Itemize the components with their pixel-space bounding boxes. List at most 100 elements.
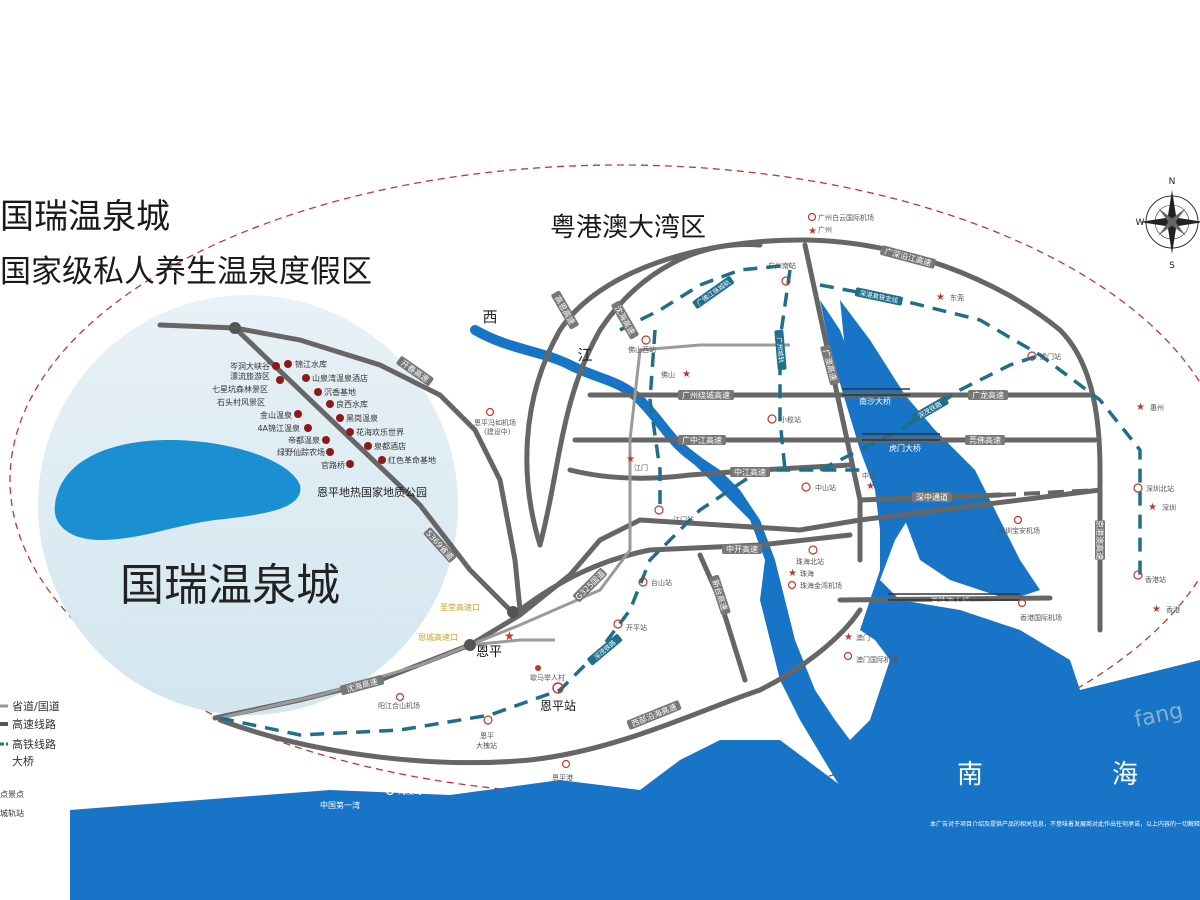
inset-attraction-labels: 岑洞大峡谷 漂流旅游区 七星坑森林景区 石头村风景区 金山温泉 4A锦江温泉 帝… [212,359,436,470]
dashed-links [999,488,1101,497]
rail-gz [778,269,792,471]
place-first-bay: 中国第一湾 [320,800,360,810]
geopark-label: 恩平地热国家地质公园 [317,485,427,499]
header-subtitle: 国家级私人养生温泉度假区 [0,254,372,290]
rail-shenzhan [819,283,1142,580]
attraction-12: 沉香基地 [324,387,356,397]
legend-highway: 高速线路 [12,717,56,731]
rail-network [219,263,1142,737]
road-arc [469,638,555,647]
place-shenzhen: 深圳 [1162,503,1176,512]
label-humen: 虎门大桥 [889,443,921,453]
station-icon-zhuhai-north [808,545,818,555]
place-zhuhai-airport: 珠海金湾机场 [800,581,842,590]
airport-icon-yangjiang [395,692,405,702]
junctions [229,322,519,651]
place-enping-daqiao: 恩平 [480,732,494,740]
place-enping: 恩平 [476,645,502,660]
attraction-16: 泉都酒店 [374,441,406,451]
station-icon-foshan-west [641,335,651,345]
rail-label-gz: 广州城轨 [775,337,786,364]
station-icon-xiaolan [767,414,777,424]
label-guanfo: 莞佛高速 [969,435,1001,445]
star-gz: ★ [808,226,817,237]
place-enping-airport: 恩平冯如机场 [474,418,516,427]
label-xintai: 新台高速 [710,578,729,612]
bridge-gangzhuao [888,593,1020,601]
inset-lake [54,440,301,540]
place-kaiping-station: 开平站 [626,623,647,632]
attraction-8: 绿野仙踪农场 [277,447,325,457]
shenzhong-extension [999,488,1101,497]
inset-brand: 国瑞温泉城 [120,560,340,611]
station-icon-gz-south [781,276,791,286]
place-hk-airport: 香港国际机场 [1020,613,1062,622]
gemaping-dot [535,665,541,671]
sea-label-nan: 南 [957,760,983,790]
place-hk-station: 香港站 [1145,575,1166,584]
place-zhongshan: 中山 [862,471,876,480]
label-nansha: 南沙大桥 [859,396,891,406]
highway-s369 [232,325,513,613]
place-huizhou: 惠州 [1150,403,1164,412]
airport-icon-shenzhen [1013,515,1023,525]
rail-branch [648,329,662,510]
attraction-9: 官路桥 [321,460,345,470]
attraction-2: 漂流旅游区 [230,371,270,381]
place-shenzhen-airport: 深圳宝安机场 [998,526,1040,535]
star-enping: ★ [504,629,515,643]
attraction-1: 岑洞大峡谷 [230,361,270,371]
station-icon-kaiping [613,619,623,629]
header-brand: 国瑞温泉城 [0,197,170,237]
place-macau-airport: 澳门国际机场 [856,655,898,664]
junction-north [229,322,241,334]
legend-station: 城轨站 [0,808,24,818]
attraction-10: 锦江水库 [295,359,327,369]
airport-icon-hk [1017,598,1027,608]
compass-w: W [1136,218,1145,228]
place-enping-airport-note: (建设中) [484,427,511,436]
place-xiaolan: 小榄站 [780,415,801,424]
region-title: 粤港澳大湾区 [550,213,706,243]
bridge-nansha [842,388,910,396]
legend: 省道/国道 高速线路 高铁线路 大桥 点景点 城轨站 [0,699,60,818]
attraction-4: 石头村风景区 [217,397,265,407]
place-enping-port: 恩平港 [552,773,573,782]
station-icon-enping [552,682,564,694]
place-shenzhen-north: 深圳北站 [1146,484,1174,493]
river-label-xi: 西 [482,308,497,326]
highway-zhongjiang [567,462,853,481]
airport-icon-enping [485,407,495,417]
rail-label-shenmao2: 深茂铁路 [916,399,943,420]
place-macau: 澳门 [856,633,870,642]
attraction-7: 帝都温泉 [288,435,320,445]
label-raocheng: 广州绕城高速 [682,390,730,400]
station-icon-jiangmen [654,505,664,515]
place-enping-daqiao2: 大槐站 [476,741,497,750]
highway-zhongkai [517,532,853,613]
place-gemaping: 歇马举人村 [530,673,565,682]
airport-icon-zhuhai [787,580,797,590]
compass-s: S [1169,261,1175,271]
star-shenzhen: ★ [1148,502,1157,513]
attraction-13: 良西水库 [336,399,368,409]
star-hk: ★ [1152,604,1161,615]
attraction-17: 红色革命基地 [388,455,436,465]
compass-icon [1140,190,1200,254]
attraction-3: 七星坑森林景区 [212,384,268,394]
place-gz: 广州 [818,225,832,234]
place-jiangmen-station: 江门站 [673,515,694,524]
place-hk: 香港 [1166,605,1180,614]
place-enping-station: 恩平站 [540,699,576,713]
station-icon-shenzhen-north [1133,483,1143,493]
place-gz-south: 广州南站 [768,261,796,270]
bridges [842,388,1020,601]
label-zhongjiang: 中江高速 [734,467,766,477]
place-zhuhai: 珠海 [800,569,814,578]
legend-attraction: 点景点 [0,790,24,799]
place-yangjiang-airport: 阳江合山机场 [378,701,420,710]
airport-icon-macau [843,651,853,661]
rail-label-shenzhan: 深湛高铁支线 [859,288,900,305]
